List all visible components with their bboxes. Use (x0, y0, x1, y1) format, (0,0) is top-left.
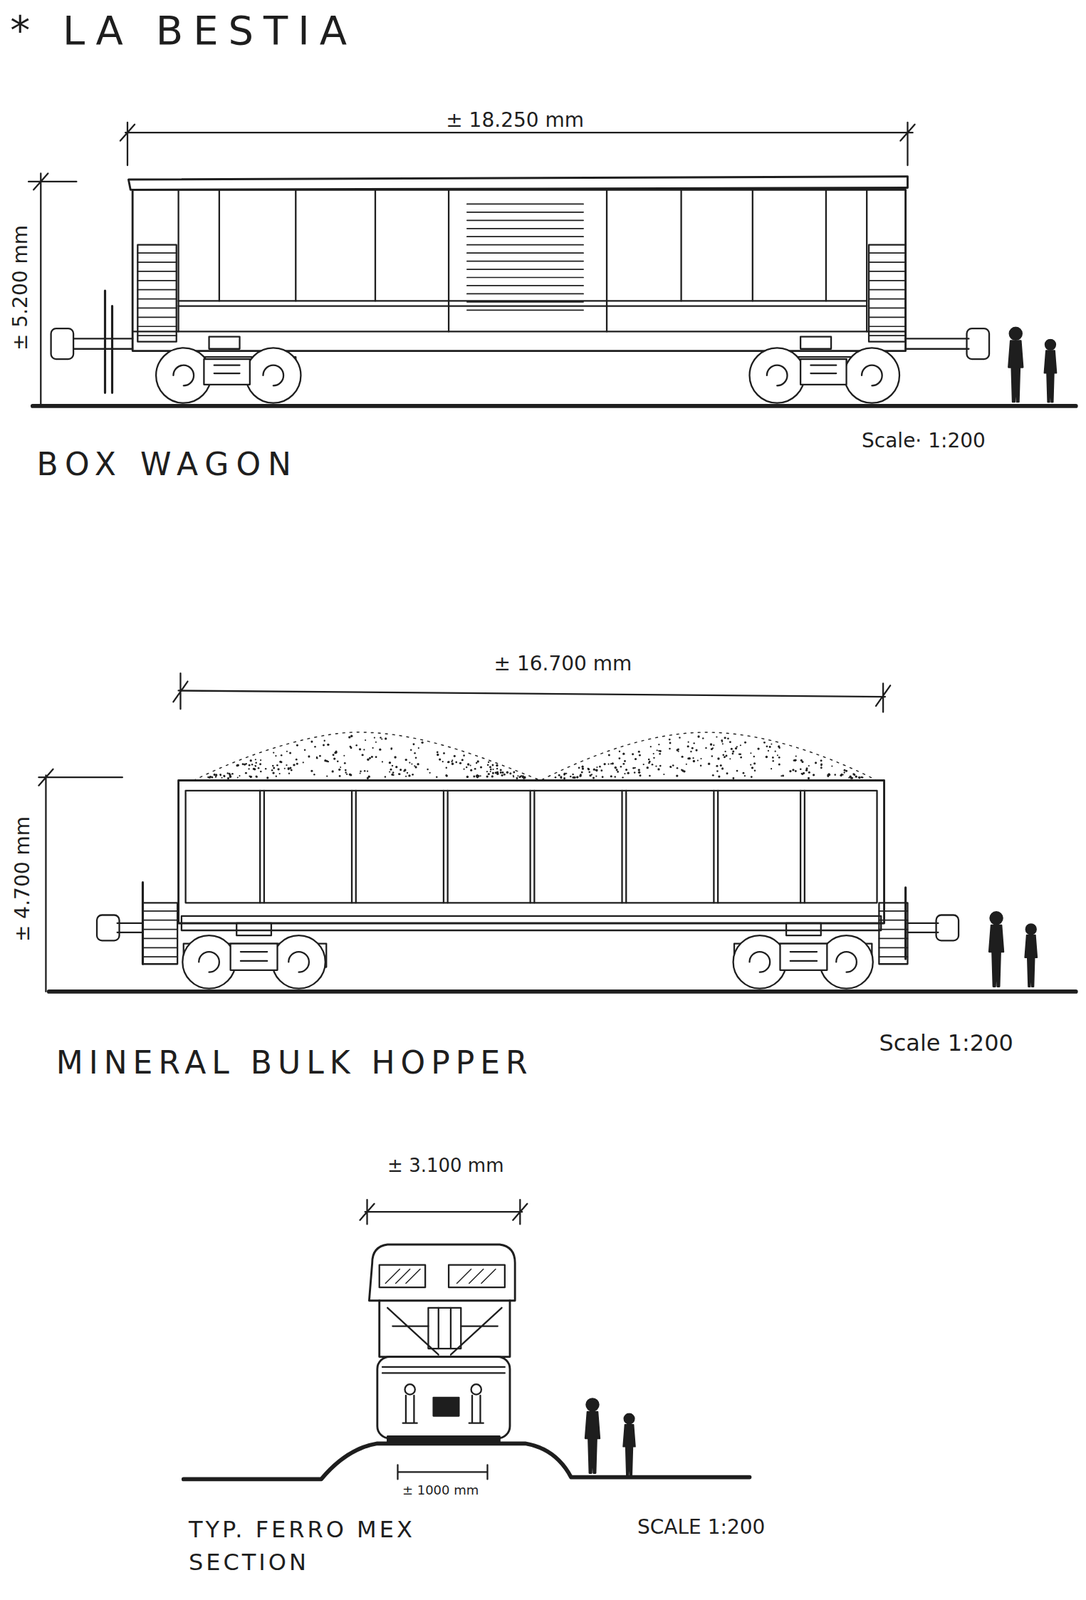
drawing-label: BOX WAGON (37, 445, 299, 483)
dimension-label: ± 4.700 mm (10, 816, 34, 942)
dimension-label: ± 16.700 mm (494, 652, 633, 676)
box-wagon (28, 122, 1077, 406)
drawing-label: Scale 1:200 (878, 1029, 1013, 1056)
bulk-hopper (38, 672, 1076, 992)
dimension-label: ± 18.250 mm (445, 108, 584, 132)
dimension-label: ± 3.100 mm (387, 1155, 504, 1177)
dimension-label: ± 1000 mm (402, 1482, 479, 1498)
dimension-line (125, 131, 913, 134)
dimension-label: ± 5.200 mm (9, 225, 33, 351)
drawing-title: * LA BESTIA (9, 7, 357, 54)
locomotive-section (183, 1199, 750, 1479)
drawing-label: SCALE 1:200 (637, 1515, 765, 1539)
drawing-label: TYP. FERRO MEX SECTION (188, 1512, 446, 1579)
drawing-label: MINERAL BULK HOPPER (56, 1044, 534, 1082)
drawing-label: Scale· 1:200 (861, 429, 986, 453)
